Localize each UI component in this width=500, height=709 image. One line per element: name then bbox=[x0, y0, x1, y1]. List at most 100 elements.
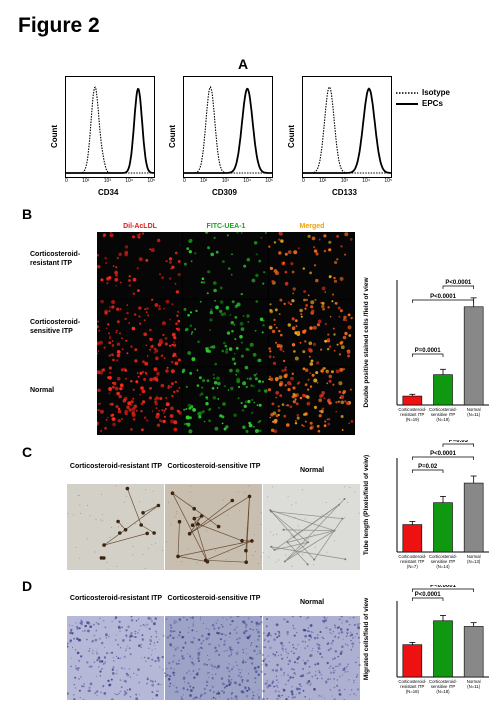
category-label: Corticosteroid-sensitive ITP(N=19) bbox=[429, 407, 458, 422]
bar-chart-double-positive-cells: Double positive stained cells /field of … bbox=[363, 277, 489, 422]
fluorescence-micrograph-grid bbox=[95, 230, 355, 435]
flow-histogram-cd309 bbox=[183, 76, 273, 178]
bar-chart-tube-length: Tube length (Pixels/field of veiw) Cortic… bbox=[363, 440, 489, 569]
x-tick-row: 0 10² 10³ 10⁴ 10⁵ bbox=[183, 178, 273, 184]
tube-formation-micrographs bbox=[67, 484, 361, 571]
migration-micrograph-tile bbox=[164, 614, 263, 701]
y-axis-label: Migrated cells/field of view bbox=[363, 597, 370, 680]
significance-bracket bbox=[411, 588, 475, 592]
x-tick: 0 bbox=[183, 178, 186, 184]
x-tick: 10² bbox=[200, 178, 208, 184]
significance-bracket bbox=[411, 456, 475, 460]
epc-curve bbox=[303, 87, 391, 174]
bar bbox=[433, 502, 453, 553]
micrograph-tile bbox=[267, 366, 354, 434]
x-tick: 0 bbox=[65, 178, 68, 184]
count-axis-label: Count bbox=[50, 124, 59, 148]
tube-micrograph-tile bbox=[262, 484, 360, 570]
x-tick-row: 0 10² 10³ 10⁴ 10⁵ bbox=[65, 178, 155, 184]
p-value-annotation: P<0.0001 bbox=[430, 585, 457, 589]
column-header-normal: Normal bbox=[299, 599, 325, 606]
significance-bracket bbox=[411, 353, 444, 357]
bar bbox=[433, 374, 453, 406]
micrograph-tile bbox=[95, 298, 182, 367]
category-label: Normal(N=11) bbox=[467, 679, 481, 689]
isotype-curve bbox=[184, 85, 272, 174]
column-header-sensitive: Corticosteroid-sensitive ITP bbox=[167, 463, 261, 470]
significance-bracket bbox=[411, 597, 444, 601]
significance-bracket bbox=[411, 299, 475, 303]
p-value-annotation: P<0.0001 bbox=[430, 451, 457, 457]
column-header-dil-acldl: Dil-AcLDL bbox=[123, 223, 157, 230]
category-label: Corticosteroid-resistant ITP(N=7) bbox=[398, 554, 427, 569]
x-tick: 10³ bbox=[340, 178, 348, 184]
bar bbox=[402, 524, 423, 553]
epc-curve bbox=[184, 87, 272, 174]
p-value-annotation: P=0.03 bbox=[449, 440, 469, 444]
panel-c-label: C bbox=[22, 444, 33, 460]
bar bbox=[463, 482, 484, 553]
y-axis-label: Tube length (Pixels/field of veiw) bbox=[363, 455, 370, 555]
panel-a-label: A bbox=[238, 56, 249, 72]
migration-micrograph-tile bbox=[261, 614, 361, 701]
column-header-normal: Normal bbox=[299, 467, 325, 474]
migration-micrographs bbox=[66, 614, 361, 701]
x-tick: 10² bbox=[319, 178, 327, 184]
micrograph-tile bbox=[183, 230, 268, 299]
p-value-annotation: P<0.0001 bbox=[415, 592, 442, 598]
x-tick: 10⁵ bbox=[265, 178, 273, 184]
x-axis-label-cd34: CD34 bbox=[98, 188, 119, 197]
x-tick: 10⁴ bbox=[125, 178, 133, 184]
micrograph-tile bbox=[268, 231, 354, 299]
bar bbox=[433, 620, 453, 678]
bar bbox=[402, 395, 423, 406]
legend-epcs-label: EPCs bbox=[422, 99, 443, 108]
p-value-annotation: P<0.0001 bbox=[430, 294, 457, 300]
micrograph-tile bbox=[96, 366, 182, 434]
x-tick-row: 0 10² 10³ 10⁴ 10⁵ bbox=[302, 178, 392, 184]
bar bbox=[402, 644, 423, 678]
panel-d-label: D bbox=[22, 578, 33, 594]
row-label-normal: Normal bbox=[30, 387, 55, 394]
significance-bracket bbox=[442, 443, 475, 447]
category-label: Corticosteroid-resistant ITP(N=18) bbox=[398, 679, 427, 694]
x-axis-label-cd133: CD133 bbox=[332, 188, 357, 197]
bar bbox=[463, 626, 484, 678]
flow-histogram-cd34 bbox=[65, 76, 155, 178]
micrograph-tile bbox=[96, 231, 182, 299]
tube-micrograph-tile bbox=[165, 484, 262, 570]
micrograph-tile bbox=[183, 299, 268, 367]
column-header-merged: Merged bbox=[299, 223, 325, 230]
row-label-sensitive: Corticosteroid-sensitive ITP bbox=[30, 319, 81, 335]
column-header-resistant: Corticosteroid-resistant ITP bbox=[69, 595, 163, 602]
count-axis-label: Count bbox=[287, 124, 296, 148]
p-value-annotation: P=0.02 bbox=[418, 464, 438, 470]
category-label: Corticosteroid-sensitive ITP(N=14) bbox=[429, 554, 458, 569]
count-axis-label: Count bbox=[168, 124, 177, 148]
x-tick: 10³ bbox=[103, 178, 111, 184]
x-tick: 10⁴ bbox=[362, 178, 370, 184]
bar bbox=[463, 306, 484, 406]
x-tick: 0 bbox=[302, 178, 305, 184]
significance-bracket bbox=[442, 285, 475, 289]
x-tick: 10⁴ bbox=[243, 178, 251, 184]
panel-b-label: B bbox=[22, 206, 33, 222]
column-header-sensitive: Corticosteroid-sensitive ITP bbox=[167, 595, 261, 602]
category-label: Normal(N=13) bbox=[467, 554, 481, 564]
figure-title: Figure 2 bbox=[18, 14, 100, 37]
legend-isotype-swatch bbox=[396, 91, 418, 94]
category-label: Normal(N=11) bbox=[467, 407, 481, 417]
bar-chart-migrated-cells: Migrated cells/field of viewCorticostero… bbox=[363, 585, 489, 694]
column-header-fitc-uea-1: FITC-UEA-1 bbox=[206, 223, 246, 230]
p-value-annotation: P<0.0001 bbox=[445, 280, 472, 286]
column-header-resistant: Corticosteroid-resistant ITP bbox=[69, 463, 163, 470]
x-tick: 10⁵ bbox=[147, 178, 155, 184]
x-tick: 10⁵ bbox=[384, 178, 392, 184]
row-label-resistant: Corticosteroid-resistant ITP bbox=[30, 251, 81, 267]
epc-curve bbox=[66, 87, 154, 174]
x-axis-label-cd309: CD309 bbox=[212, 188, 237, 197]
category-label: Corticosteroid-sensitive ITP(N=18) bbox=[429, 679, 458, 694]
y-axis-label: Double positive stained cells /field of … bbox=[363, 277, 370, 408]
legend-epcs-swatch bbox=[396, 102, 418, 105]
x-tick: 10³ bbox=[221, 178, 229, 184]
